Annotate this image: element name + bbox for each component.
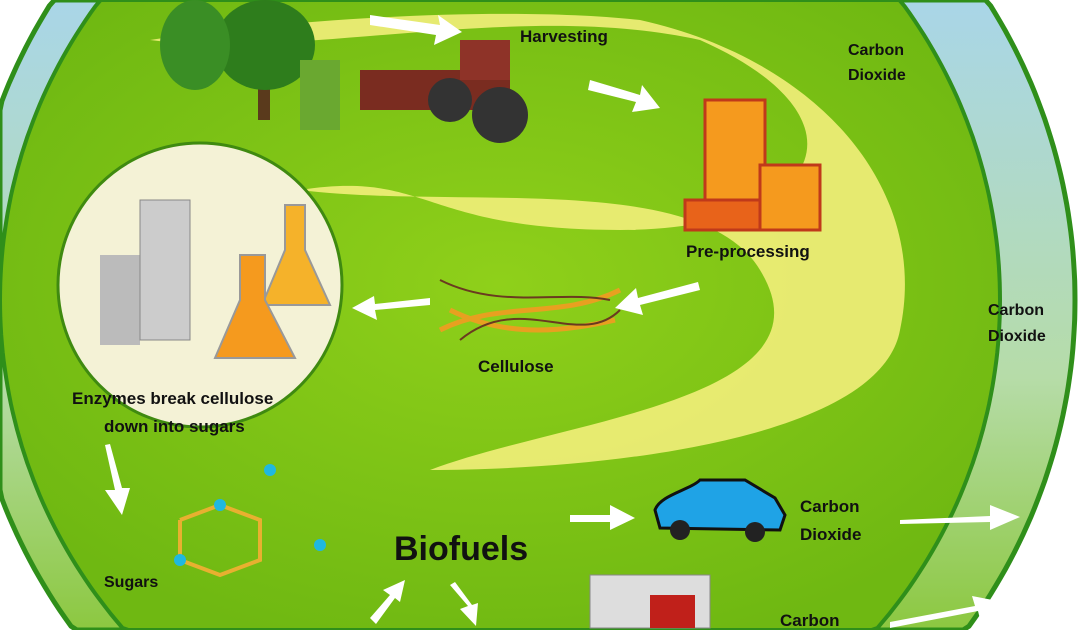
label-co2-car-2: Dioxide bbox=[800, 525, 861, 544]
arrow-icon bbox=[370, 580, 405, 624]
tractor-illustration bbox=[360, 40, 528, 143]
arrow-icon bbox=[450, 582, 478, 626]
label-preprocessing: Pre-processing bbox=[686, 242, 810, 261]
label-enzymes-2: down into sugars bbox=[104, 417, 245, 436]
label-cellulose: Cellulose bbox=[478, 357, 554, 376]
label-co2-top-2: Dioxide bbox=[848, 67, 906, 84]
arrow-icon bbox=[105, 444, 130, 515]
flow-arrows bbox=[105, 15, 1020, 628]
label-harvesting: Harvesting bbox=[520, 27, 608, 46]
label-co2-truck: Carbon bbox=[780, 611, 840, 630]
arrow-icon bbox=[900, 505, 1020, 530]
preprocessing-boxes bbox=[683, 98, 822, 232]
biorefinery-lab-illustration bbox=[56, 141, 344, 429]
arrow-icon bbox=[570, 505, 635, 530]
arrow-icon bbox=[890, 596, 1003, 628]
label-sugars: Sugars bbox=[104, 574, 158, 591]
label-co2-mid-2: Dioxide bbox=[988, 328, 1046, 345]
label-co2-mid: Carbon bbox=[988, 302, 1044, 319]
sugar-molecule bbox=[174, 464, 326, 578]
car-illustration bbox=[653, 478, 787, 542]
arrow-icon bbox=[370, 15, 462, 45]
process-path bbox=[150, 13, 905, 470]
cellulose-fibers bbox=[438, 279, 622, 341]
trees-illustration bbox=[160, 0, 340, 130]
arrow-icon bbox=[588, 80, 660, 112]
truck-illustration bbox=[589, 574, 711, 629]
label-biofuels: Biofuels bbox=[394, 530, 528, 568]
arrow-icon bbox=[615, 282, 700, 315]
label-enzymes: Enzymes break cellulose bbox=[72, 389, 273, 408]
arrow-icon bbox=[352, 296, 430, 320]
label-co2-car: Carbon bbox=[800, 497, 860, 516]
label-co2-top: Carbon bbox=[848, 42, 904, 59]
